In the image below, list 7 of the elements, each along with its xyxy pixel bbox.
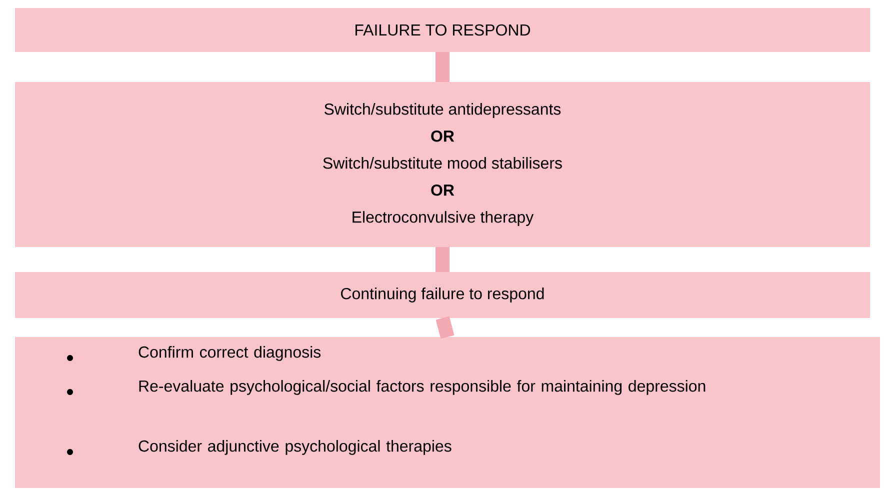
connector-bar	[436, 316, 454, 339]
text-box: Switch/substitute antidepressants OR Switch/substitute mood stabilisers OR Electroconvulsive therapy	[15, 82, 870, 247]
text-box: Continuing failure to respond	[15, 272, 870, 318]
connector-bar	[436, 247, 450, 272]
text-box: FAILURE TO RESPOND	[15, 8, 870, 52]
connector-bar	[436, 52, 450, 82]
bullet-list-box: Confirm correct diagnosis Re-evaluate psychological/social factors responsible for maintaining depression Consider adjunctive psychological therapies	[15, 337, 880, 488]
